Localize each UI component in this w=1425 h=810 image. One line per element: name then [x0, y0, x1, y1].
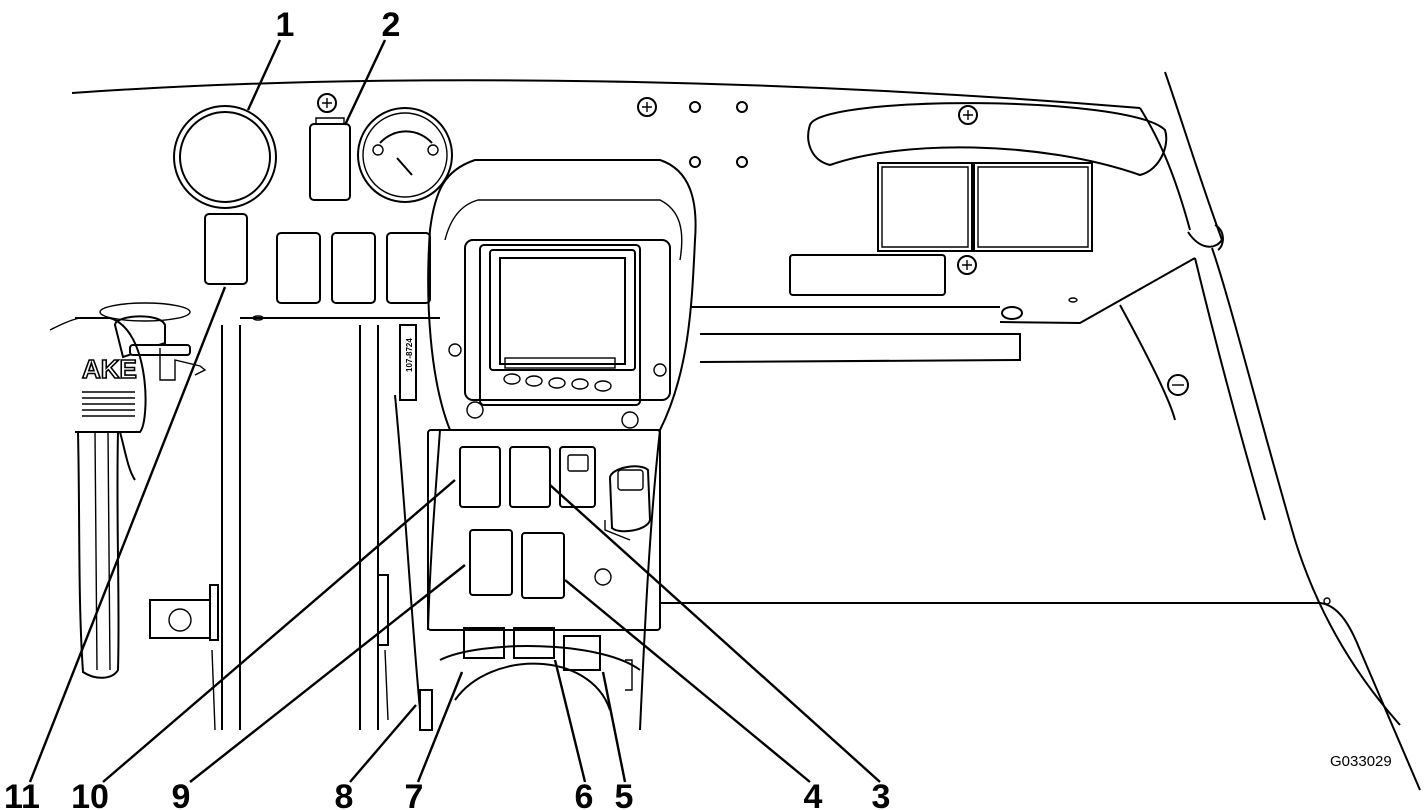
callout-11: 11	[4, 778, 40, 810]
brake-decal-text: AKE	[82, 354, 137, 384]
console-switches	[459, 446, 612, 599]
leader-3	[549, 484, 881, 783]
infocenter-buttons	[503, 373, 612, 392]
decal-strip: 107-8724	[399, 324, 417, 401]
callout-1: 1	[276, 6, 295, 44]
screws-center	[637, 97, 748, 168]
callout-labels: 1 2 3 4 5 6 7 8 9 10 11	[4, 6, 890, 810]
brake-decal: AKE	[75, 317, 147, 433]
callout-10: 10	[71, 778, 109, 810]
lower-switches	[419, 627, 641, 731]
leader-11	[28, 286, 227, 783]
leader-5	[601, 671, 627, 783]
callout-5: 5	[615, 778, 634, 810]
left-switch-panel	[204, 213, 431, 321]
leader-7	[416, 671, 464, 783]
hour-meter-gauge	[173, 105, 277, 209]
callout-9: 9	[172, 778, 191, 810]
figure-id: G033029	[1330, 753, 1392, 770]
callout-4: 4	[804, 778, 823, 810]
left-pedal	[77, 431, 136, 679]
leader-lines	[28, 39, 881, 783]
leader-10	[102, 479, 456, 783]
center-console	[394, 394, 661, 731]
callout-6: 6	[575, 778, 594, 810]
right-decals	[789, 162, 1093, 296]
right-fasteners	[1001, 224, 1224, 396]
callout-8: 8	[335, 778, 354, 810]
dashboard-outline	[71, 71, 1421, 791]
left-support-bracket	[149, 325, 389, 731]
callout-2: 2	[382, 6, 401, 44]
leader-1	[246, 39, 282, 111]
leader-6	[553, 659, 587, 783]
leader-8	[349, 704, 417, 783]
leader-4	[564, 579, 811, 783]
screw-top-left	[317, 93, 337, 113]
infocenter-housing	[427, 159, 697, 431]
leader-9	[189, 564, 466, 783]
callout-3: 3	[872, 778, 891, 810]
throttle-lever	[604, 465, 652, 541]
decal-part-number: 107-8724	[405, 338, 414, 372]
power-outlet	[309, 117, 351, 201]
grab-handle	[807, 102, 1168, 177]
temperature-gauge	[357, 107, 453, 203]
leader-2	[343, 39, 387, 126]
callout-7: 7	[405, 778, 424, 810]
